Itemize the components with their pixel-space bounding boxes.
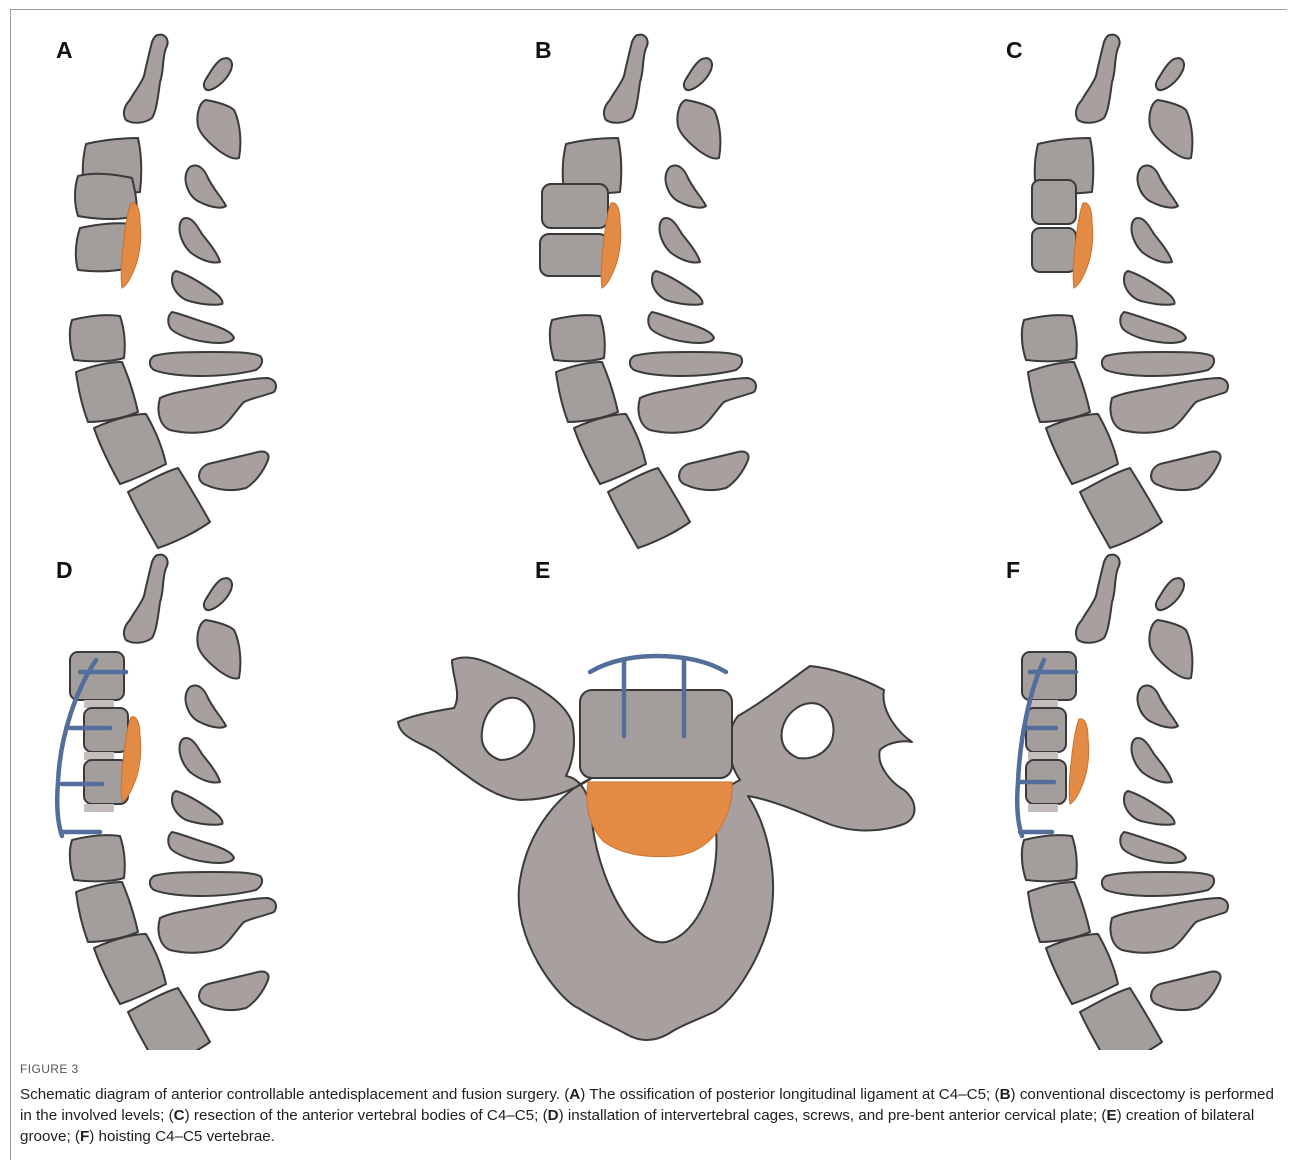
ossification-mass <box>1069 719 1089 804</box>
caption-key-c: C <box>174 1107 185 1124</box>
caption-item-d: (D) installation of intervertebral cages… <box>543 1107 1102 1124</box>
intervertebral-cage <box>84 752 114 760</box>
intervertebral-cage <box>1028 752 1058 760</box>
intervertebral-cage <box>1028 700 1058 708</box>
c5-vertebral-body <box>540 234 608 276</box>
caption-text: Schematic diagram of anterior controllab… <box>20 1084 1282 1147</box>
caption-key-a: A <box>569 1086 580 1103</box>
intervertebral-cage <box>1028 804 1058 812</box>
caption-item-a: (A) The ossification of posterior longit… <box>564 1086 994 1103</box>
panel-label-b: B <box>535 37 552 63</box>
c4-vertebral-body <box>1032 180 1076 224</box>
panel-e-axial-vertebra <box>398 656 915 1040</box>
figure-caption: FIGURE 3 Schematic diagram of anterior c… <box>20 1062 1282 1147</box>
hoisted-vertebral-body <box>580 690 732 778</box>
caption-key-b: B <box>1000 1086 1011 1103</box>
caption-text-f: hoisting C4–C5 vertebrae. <box>94 1128 275 1145</box>
panel-label-d: D <box>56 557 73 583</box>
c5-vertebral-body <box>1032 228 1076 272</box>
caption-key-d: D <box>548 1107 559 1124</box>
figure-number: FIGURE 3 <box>20 1062 1282 1076</box>
panel-label-f: F <box>1006 557 1020 583</box>
caption-intro: Schematic diagram of anterior controllab… <box>20 1086 564 1103</box>
panel-a-spine <box>70 35 276 548</box>
intervertebral-cage <box>84 804 114 812</box>
panel-label-a: A <box>56 37 73 63</box>
caption-text-d: installation of intervertebral cages, sc… <box>564 1107 1102 1124</box>
panel-label-e: E <box>535 557 550 583</box>
caption-key-f: F <box>80 1128 89 1145</box>
panel-c-spine <box>1022 35 1228 548</box>
anterior-cervical-plate-axial <box>590 656 726 672</box>
intervertebral-cage <box>84 700 114 708</box>
caption-text-a: The ossification of posterior longitudin… <box>585 1086 994 1103</box>
panel-d-spine <box>57 555 276 1050</box>
caption-key-e: E <box>1106 1107 1116 1124</box>
caption-item-f: (F) hoisting C4–C5 vertebrae. <box>75 1128 275 1145</box>
caption-text-c: resection of the anterior vertebral bodi… <box>190 1107 543 1124</box>
c4-vertebral-body <box>542 184 608 228</box>
panel-f-spine <box>1017 555 1228 1050</box>
caption-item-c: (C) resection of the anterior vertebral … <box>169 1107 543 1124</box>
figure-artwork: A B C D E F <box>0 0 1290 1050</box>
c4-vertebral-body <box>75 174 137 219</box>
panel-label-c: C <box>1006 37 1023 63</box>
panel-b-spine <box>540 35 756 548</box>
